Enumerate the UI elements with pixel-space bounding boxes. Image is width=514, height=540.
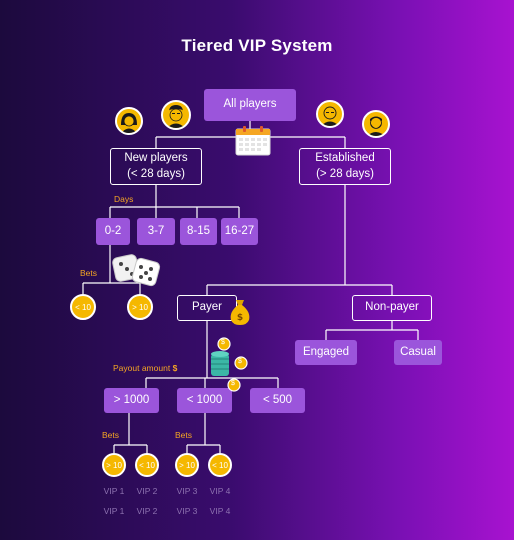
woman-avatar-icon xyxy=(115,107,143,135)
days-bucket-label: 16-27 xyxy=(224,224,255,237)
coin-stack-dollar-1: $ xyxy=(221,339,225,346)
calendar-icon xyxy=(235,126,271,156)
payout-bucket-label: > 1000 xyxy=(113,393,150,406)
diagram-title: Tiered VIP System xyxy=(181,36,333,55)
bald-man-avatar-icon xyxy=(316,100,344,128)
days-bucket-16-27: 16-27 xyxy=(221,218,258,245)
all-players-label: All players xyxy=(223,98,277,111)
vip-label: VIP 4 xyxy=(209,486,231,496)
non-payer-node: Non-payer xyxy=(352,295,432,321)
coin-stack-dollar-3: $ xyxy=(231,380,235,387)
coin-stack-dollar-2: $ xyxy=(238,358,242,365)
all-players-node: All players xyxy=(204,89,296,121)
vip-label: VIP 1 xyxy=(103,506,125,516)
new-players-label: New players xyxy=(124,151,188,164)
payout-amount-text: Payout amount xyxy=(113,363,171,373)
payer-label: Payer xyxy=(191,301,223,314)
bets-coin-lt10: < 10 xyxy=(208,453,232,477)
bets-left-label: Bets xyxy=(102,430,120,440)
days-bucket-label: 8-15 xyxy=(186,224,211,237)
coin-stack-icon xyxy=(208,336,252,392)
bets-right-label: Bets xyxy=(175,430,193,440)
days-bucket-3-7: 3-7 xyxy=(137,218,175,245)
casual-node: Casual xyxy=(394,340,442,365)
bets-coin-lt10: < 10 xyxy=(135,453,159,477)
bets-coin-gt10: > 10 xyxy=(175,453,199,477)
bets-coin-gt10: > 10 xyxy=(127,294,153,320)
days-bucket-label: 0-2 xyxy=(104,224,122,237)
engaged-node: Engaged xyxy=(295,340,357,365)
casual-label: Casual xyxy=(400,345,436,358)
established-sublabel: (> 28 days) xyxy=(316,167,374,180)
svg-text:$: $ xyxy=(237,313,243,323)
vip-label: VIP 3 xyxy=(176,506,198,516)
bets-coin-lt10: < 10 xyxy=(70,294,96,320)
bets-top-label: Bets xyxy=(80,268,98,278)
bets-coin-gt10: > 10 xyxy=(102,453,126,477)
vip-label: VIP 4 xyxy=(209,506,231,516)
engaged-label: Engaged xyxy=(302,345,350,358)
new-players-node: New players (< 28 days) xyxy=(110,148,202,185)
payout-bucket-label: < 500 xyxy=(262,393,293,406)
payout-bucket-lt500: < 500 xyxy=(250,388,305,413)
established-node: Established (> 28 days) xyxy=(299,148,391,185)
money-bag-icon: $ xyxy=(228,298,252,326)
vip-label: VIP 2 xyxy=(136,506,158,516)
vip-label: VIP 1 xyxy=(103,486,125,496)
days-bucket-label: 3-7 xyxy=(147,224,165,237)
days-bucket-8-15: 8-15 xyxy=(180,218,217,245)
bearded-man-avatar-icon xyxy=(362,110,390,138)
days-label: Days xyxy=(114,194,134,204)
payout-bucket-gt1000: > 1000 xyxy=(104,388,159,413)
new-players-sublabel: (< 28 days) xyxy=(127,167,185,180)
man-avatar-icon xyxy=(161,100,191,130)
payout-amount-label: Payout amount $ xyxy=(113,363,177,373)
dice-icon xyxy=(112,252,162,288)
days-bucket-0-2: 0-2 xyxy=(96,218,130,245)
non-payer-label: Non-payer xyxy=(365,301,419,314)
payout-bucket-label: < 1000 xyxy=(186,393,223,406)
payout-bucket-lt1000: < 1000 xyxy=(177,388,232,413)
established-label: Established xyxy=(315,151,375,164)
vip-label: VIP 2 xyxy=(136,486,158,496)
vip-label: VIP 3 xyxy=(176,486,198,496)
payout-currency-symbol: $ xyxy=(172,363,178,373)
